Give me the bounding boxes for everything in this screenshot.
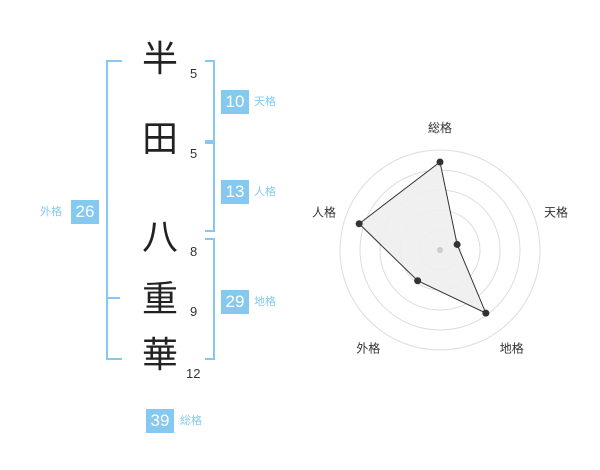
soukaku-value: 39: [146, 409, 174, 433]
gaikaku-bracket-tick: [106, 297, 120, 299]
name-char-3: 八: [141, 217, 178, 258]
chikaku-value: 29: [221, 290, 249, 314]
radar-axis-label-3: 地格: [500, 341, 524, 356]
jinkaku-bracket: [205, 142, 215, 232]
stroke-count-2: 5: [190, 146, 198, 161]
stroke-count-1: 5: [190, 66, 198, 81]
radar-ring: [339, 149, 541, 351]
jinkaku-label: 人格: [254, 185, 276, 198]
name-char-4: 重: [141, 279, 178, 320]
jinkaku-value: 13: [221, 180, 249, 204]
stroke-count-5: 12: [186, 366, 201, 381]
radar-points: [355, 158, 490, 317]
name-char-1: 半: [141, 39, 178, 80]
gaikaku-bracket: [106, 60, 122, 360]
radar-center-dot: [437, 247, 443, 253]
radar-axis-label-5: 人格: [312, 204, 336, 219]
radar-point-1: [436, 158, 444, 166]
name-char-2: 田: [141, 119, 178, 160]
gaikaku-value: 26: [71, 200, 99, 224]
stroke-count-4: 9: [190, 304, 198, 319]
radar-axis-label-2: 天格: [544, 204, 568, 219]
tenkaku-bracket: [205, 60, 215, 142]
radar-axis-label-1: 総格: [428, 120, 452, 135]
chikaku-label: 地格: [254, 295, 276, 308]
soukaku-label: 総格: [180, 414, 202, 427]
stroke-count-3: 8: [190, 244, 198, 259]
radar-polygon: [358, 161, 487, 315]
gaikaku-label: 外格: [40, 205, 62, 218]
radar-point-2: [453, 240, 461, 248]
tenkaku-value: 10: [221, 90, 249, 114]
radar-point-4: [414, 277, 422, 285]
tenkaku-label: 天格: [254, 95, 276, 108]
radar-point-5: [355, 220, 363, 228]
radar-axis-label-4: 外格: [356, 341, 380, 356]
name-char-5: 華: [141, 335, 178, 376]
chikaku-bracket: [205, 238, 215, 360]
radar-point-3: [482, 309, 490, 317]
